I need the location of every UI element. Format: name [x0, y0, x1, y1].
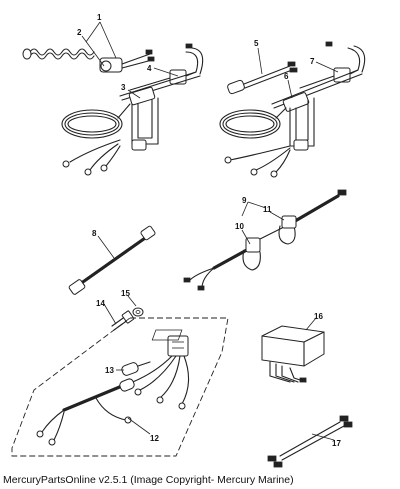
callout-3: 3: [121, 83, 126, 92]
part-harness-12: [36, 335, 190, 446]
callout-leaders: [81, 21, 339, 441]
part-lead-17: [267, 415, 353, 468]
callout-17: 17: [332, 439, 341, 448]
kit-12-boundary: [11, 317, 229, 457]
callout-6: 6: [284, 72, 289, 81]
part-extension-cable-8: [68, 225, 156, 295]
copyright-caption: MercuryPartsOnline v2.5.1 (Image Copyrig…: [3, 474, 294, 486]
part-lanyard-switch-harness: [22, 43, 204, 176]
part-harness-assembly-right: [219, 41, 366, 178]
callout-9: 9: [242, 196, 247, 205]
callout-12: 12: [150, 434, 159, 443]
callout-14: 14: [96, 299, 105, 308]
callout-8: 8: [92, 229, 97, 238]
callout-4: 4: [147, 64, 152, 73]
callout-13: 13: [105, 366, 114, 375]
callout-16: 16: [314, 312, 323, 321]
callout-5: 5: [254, 39, 259, 48]
callout-2: 2: [77, 28, 82, 37]
callout-15: 15: [121, 289, 130, 298]
callout-11: 11: [263, 205, 272, 214]
part-screw-14: [111, 310, 135, 331]
callout-10: 10: [235, 222, 244, 231]
part-module-16: [151, 325, 325, 383]
part-plug-13: [121, 361, 151, 376]
callout-1: 1: [97, 13, 102, 22]
part-switch-harness-9: [183, 189, 347, 291]
callout-7: 7: [310, 57, 315, 66]
part-washer-15: [132, 307, 144, 317]
